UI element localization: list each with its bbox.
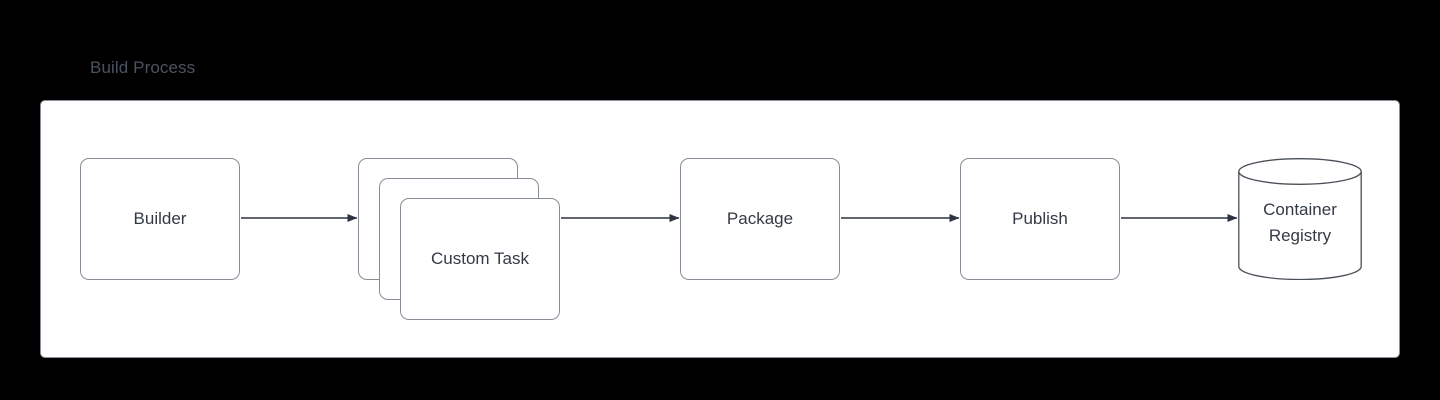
node-package-label: Package — [726, 209, 794, 228]
node-container-registry[interactable]: Container Registry — [1238, 158, 1362, 280]
node-group-custom-task: Custom Task Custom Task Custom Task — [358, 158, 560, 320]
cylinder-shape — [1238, 158, 1362, 280]
node-publish-label: Publish — [1012, 209, 1068, 228]
node-package[interactable]: Package — [680, 158, 840, 280]
node-builder[interactable]: Builder — [80, 158, 240, 280]
group-title: Build Process — [90, 58, 196, 77]
node-publish[interactable]: Publish — [960, 158, 1120, 280]
node-custom-task-front[interactable]: Custom Task — [400, 198, 560, 320]
node-custom-task-front-label: Custom Task — [431, 249, 529, 268]
node-container-registry-label: Container Registry — [1263, 200, 1337, 245]
node-builder-label: Builder — [133, 209, 187, 228]
